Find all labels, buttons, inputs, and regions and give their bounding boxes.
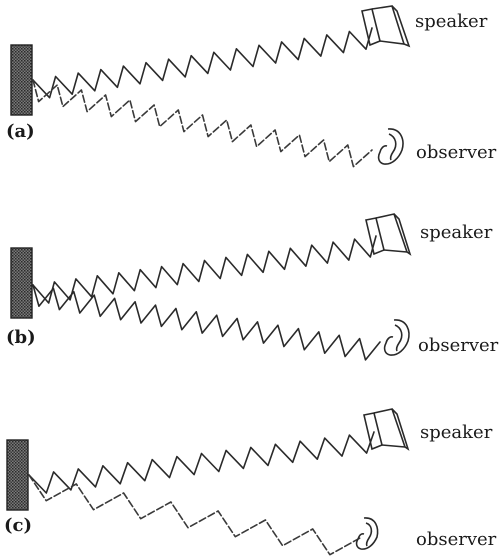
speaker-label-b: speaker: [420, 222, 493, 243]
speaker-label-a: speaker: [415, 11, 488, 32]
reflected-wave-b: [32, 284, 381, 361]
speaker-icon: [361, 5, 411, 48]
observer-label-a: observer: [416, 142, 497, 163]
panel-b: (b) speaker observer: [6, 213, 499, 361]
speaker-icon: [363, 408, 410, 451]
panel-label-c: (c): [4, 515, 32, 536]
reflected-wave-c: [28, 474, 361, 556]
incident-wave-c: [28, 431, 375, 494]
ear-icon: [377, 128, 404, 165]
observer-label-c: observer: [416, 529, 497, 550]
panel-a: (a) speaker observer: [6, 5, 497, 168]
panel-label-a: (a): [6, 121, 35, 142]
panel-c: (c) speaker observer: [4, 408, 497, 556]
wall-c: [6, 439, 29, 511]
incident-wave-a: [32, 27, 373, 99]
panel-label-b: (b): [6, 327, 36, 348]
wall-b: [10, 247, 33, 319]
observer-label-b: observer: [418, 335, 499, 356]
speaker-icon: [365, 213, 412, 256]
ear-icon: [355, 517, 379, 550]
incident-wave-b: [32, 235, 377, 304]
speaker-label-c: speaker: [420, 422, 493, 443]
wall-a: [10, 44, 33, 116]
ear-icon: [383, 319, 410, 356]
reflected-wave-a: [32, 79, 373, 168]
